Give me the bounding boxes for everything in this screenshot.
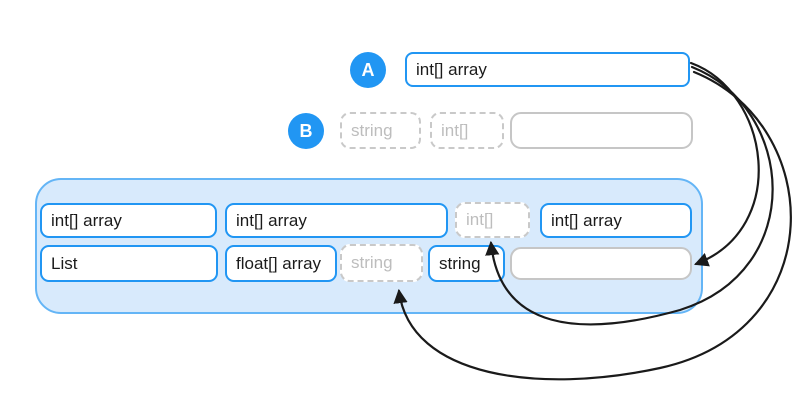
- row-b-ghost-string[interactable]: string: [340, 112, 421, 149]
- row-b-empty-slot[interactable]: [510, 112, 693, 149]
- row-a-badge: A: [350, 52, 386, 88]
- row-a-chip[interactable]: int[] array: [405, 52, 690, 87]
- tray-chip-float-array[interactable]: float[] array: [225, 245, 337, 282]
- tray-ghost-string[interactable]: string: [340, 244, 423, 282]
- tray-chip-int-array-2[interactable]: int[] array: [225, 203, 448, 238]
- tray-chip-int-array-3[interactable]: int[] array: [540, 203, 692, 238]
- row-b-ghost-int[interactable]: int[]: [430, 112, 504, 149]
- tray-chip-int-array-1[interactable]: int[] array: [40, 203, 217, 238]
- tray-ghost-int[interactable]: int[]: [455, 202, 530, 238]
- tray-chip-string[interactable]: string: [428, 245, 505, 282]
- tray-chip-list[interactable]: List: [40, 245, 218, 282]
- tray-empty-slot[interactable]: [510, 247, 692, 280]
- row-b-badge: B: [288, 113, 324, 149]
